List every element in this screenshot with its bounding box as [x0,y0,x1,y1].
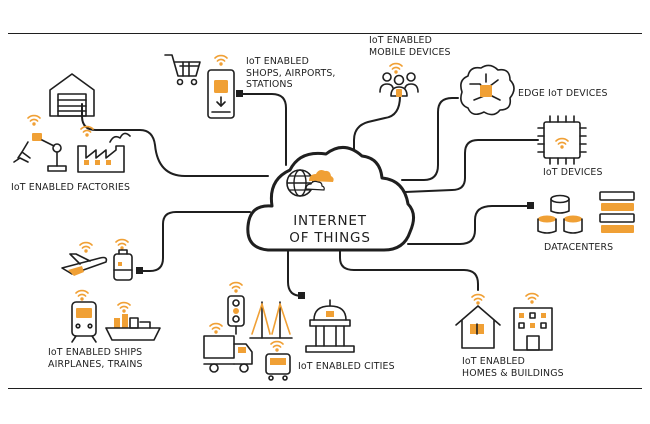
top-rule [8,33,642,34]
globe-icon [286,169,334,197]
connector-ships [136,267,143,274]
database-icon [537,194,583,234]
link-cities [287,250,303,297]
wifi-icon [471,293,485,306]
wifi-icon [525,292,539,305]
wifi-icon [79,241,93,254]
hub-title: INTERNET OF THINGS [270,213,390,247]
label-ships-line2: AIRPLANES, TRAINS [48,358,143,370]
luggage-icon [113,249,133,281]
label-ships-line1: IoT ENABLED SHIPS [48,347,143,358]
factory-icon [77,132,131,173]
label-edge: EDGE IoT DEVICES [518,88,608,99]
label-shops-line3: STATIONS [246,79,293,90]
server-rack-icon [599,191,635,233]
smartphone-icon [207,69,235,119]
wifi-icon [214,54,228,67]
wifi-icon [27,114,41,127]
label-datacenters: DATACENTERS [544,242,614,253]
airplane-icon [61,253,108,276]
connector-shops [236,90,243,97]
wifi-icon [555,137,569,150]
wifi-icon [229,281,243,294]
office-building-icon [513,307,553,351]
label-iot-devices: IoT DEVICES [543,167,603,178]
link-homes [339,250,479,291]
microchip-icon [537,115,587,165]
wifi-icon [117,301,131,314]
bridge-icon [249,301,293,339]
warehouse-icon [49,73,95,117]
label-shops-line2: SHOPS, AIRPORTS, [246,67,336,79]
ship-icon [105,314,161,341]
bus-icon [265,353,291,381]
link-mobile [353,95,401,171]
label-mobile-line1: IoT ENABLED [369,35,433,46]
label-factories: IoT ENABLED FACTORIES [11,182,131,193]
label-homes-line2: HOMES & BUILDINGS [462,367,564,379]
link-datacenters [407,205,532,245]
label-shops-line1: IoT ENABLED [246,56,310,67]
connector-cities [298,292,305,299]
people-group-icon [379,72,419,97]
bottom-rule [8,388,642,389]
wifi-icon [115,238,129,251]
hub-title-line1: INTERNET [293,213,367,229]
robot-arm-icon [13,133,67,172]
brain-chip-icon [460,64,515,116]
truck-icon [203,335,253,373]
wifi-icon [75,289,89,302]
connection-lines [81,90,539,299]
label-mobile-line2: MOBILE DEVICES [369,46,451,58]
train-icon [71,301,97,343]
link-ships [139,211,251,272]
wifi-icon [389,62,403,75]
link-shops [239,93,287,166]
shopping-cart-icon [164,54,201,86]
wifi-icon [270,340,284,353]
house-icon [455,305,501,349]
label-homes-line1: IoT ENABLED [462,356,526,367]
link-factories [81,103,269,177]
cloud-icon [246,146,415,252]
wifi-icon [209,322,223,335]
hub-title-line2: OF THINGS [289,230,371,246]
link-iot-devices [404,139,539,193]
traffic-light-icon [227,295,245,335]
label-cities: IoT ENABLED CITIES [298,361,395,372]
capitol-building-icon [305,299,355,353]
connector-datacenters [527,202,534,209]
link-edge [401,97,459,181]
